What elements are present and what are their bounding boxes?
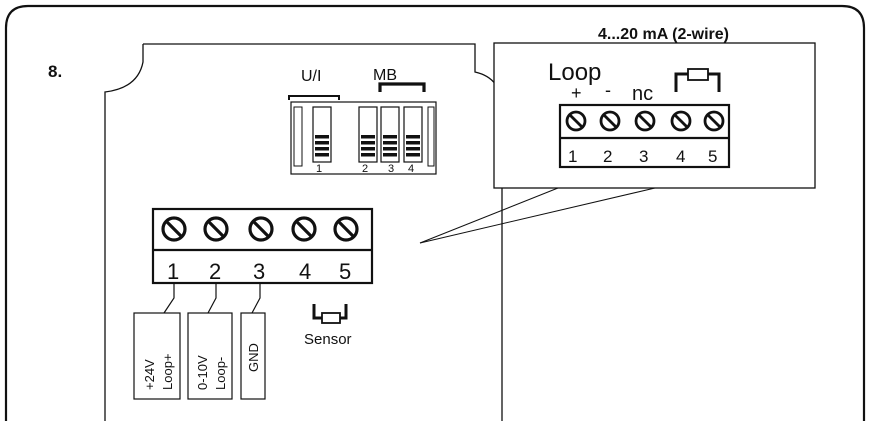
sensor-label: Sensor — [304, 331, 352, 348]
dip-mb-bracket — [378, 82, 426, 92]
wire-tag-3 — [240, 312, 266, 400]
inset-number-5: 5 — [708, 147, 717, 166]
screw-terminal-icon — [703, 110, 725, 132]
dip-group-mb-label: MB — [373, 67, 397, 84]
outer-frame — [4, 4, 866, 421]
inset-terminal-body — [558, 103, 731, 169]
main-terminal-number-4: 4 — [299, 259, 311, 284]
screw-terminal-icon — [599, 110, 621, 132]
inset-panel: Loop + - nc 1 2 3 4 5 — [493, 42, 816, 189]
inset-number-3: 3 — [639, 147, 648, 166]
inset-title: 4...20 mA (2-wire) — [598, 26, 729, 43]
main-terminal-number-5: 5 — [339, 259, 351, 284]
wire-tag-2 — [187, 312, 233, 400]
lead-3 — [251, 283, 261, 314]
lead-1 — [163, 283, 175, 314]
screw-terminal-icon — [565, 110, 587, 132]
dip-end-slot-left — [293, 106, 303, 167]
screw-terminal-icon — [248, 216, 274, 242]
inset-number-4: 4 — [676, 147, 685, 166]
wire-label-loop-minus: Loop- — [213, 357, 228, 390]
wire-label-24v: +24V — [142, 359, 157, 390]
dip-slot-3 — [380, 106, 400, 163]
dip-slot-2 — [358, 106, 378, 163]
screw-terminal-icon — [203, 216, 229, 242]
screw-terminal-icon — [291, 216, 317, 242]
inset-plus-label: + — [571, 83, 582, 103]
sensor-resistor-icon — [312, 304, 348, 324]
wire-label-loop-plus: Loop+ — [160, 353, 175, 390]
inset-minus-label: - — [605, 80, 611, 100]
inset-nc-label: nc — [632, 83, 653, 105]
wire-label-0-10v: 0-10V — [195, 355, 210, 390]
callout-line-upper — [419, 187, 559, 244]
inset-resistor-icon — [674, 68, 721, 92]
dip-group-ui-label: U/I — [301, 68, 321, 85]
main-terminal-number-3: 3 — [253, 259, 265, 284]
step-number: 8. — [48, 62, 62, 81]
screw-terminal-icon — [634, 110, 656, 132]
callout-line-lower — [419, 187, 656, 244]
main-terminal-number-1: 1 — [167, 259, 179, 284]
wire-labels: +24V Loop+ 0-10V Loop- GND — [133, 283, 266, 400]
dip-end-slot-right — [427, 106, 435, 167]
lead-2 — [207, 283, 217, 314]
screw-terminal-icon — [670, 110, 692, 132]
main-terminal-block: 1 2 3 4 5 — [151, 207, 374, 285]
screw-terminal-icon — [161, 216, 187, 242]
inset-number-1: 1 — [568, 147, 577, 166]
wire-tag-1 — [133, 312, 181, 400]
wire-label-gnd: GND — [246, 343, 261, 372]
main-terminal-number-2: 2 — [209, 259, 221, 284]
dip-slot-1 — [312, 106, 332, 163]
dip-ui-bracket — [288, 95, 340, 100]
inset-number-2: 2 — [603, 147, 612, 166]
dip-number-4: 4 — [408, 163, 414, 175]
dip-switch: U/I MB 1 2 3 4 — [288, 67, 437, 175]
dip-number-2: 2 — [362, 163, 368, 175]
screw-terminal-icon — [333, 216, 359, 242]
inset-loop-label: Loop — [548, 59, 601, 86]
dip-slot-4 — [403, 106, 423, 163]
dip-number-3: 3 — [388, 163, 394, 175]
dip-number-1: 1 — [316, 163, 322, 175]
